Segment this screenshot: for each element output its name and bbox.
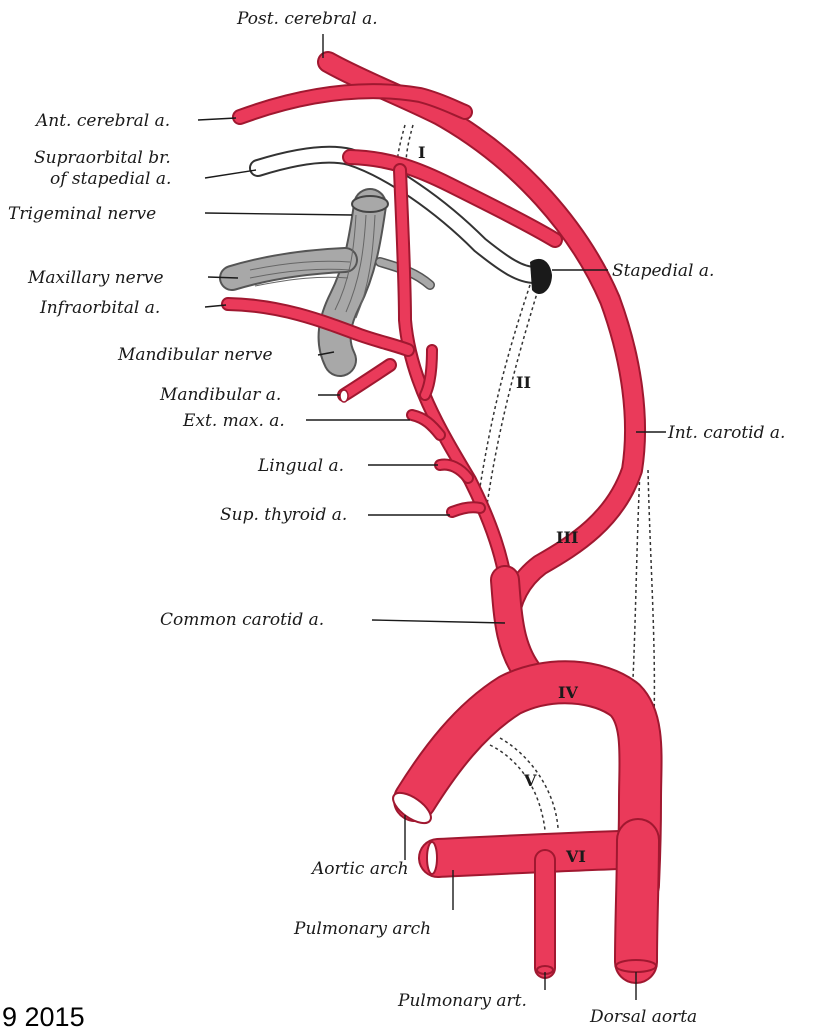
label-pulmonary-arch: Pulmonary arch bbox=[293, 919, 431, 939]
label-infraorbital: Infraorbital a. bbox=[39, 298, 160, 318]
label-maxillary-nerve: Maxillary nerve bbox=[27, 268, 164, 288]
label-mandibular-nerve: Mandibular nerve bbox=[117, 345, 273, 365]
label-common-carotid: Common carotid a. bbox=[160, 610, 324, 630]
label-aortic-arch: Aortic arch bbox=[310, 859, 409, 879]
numeral-arch-v: V bbox=[523, 771, 537, 790]
label-supraorbital-line1: Supraorbital br. bbox=[34, 148, 171, 168]
label-stapedial: Stapedial a. bbox=[612, 261, 714, 281]
label-lingual: Lingual a. bbox=[257, 456, 344, 476]
numeral-arch-iv: IV bbox=[558, 683, 578, 702]
label-ant-cerebral: Ant. cerebral a. bbox=[34, 111, 170, 131]
label-post-cerebral: Post. cerebral a. bbox=[236, 9, 378, 29]
date-stamp: 9 2015 bbox=[2, 1002, 85, 1033]
numeral-arch-ii: II bbox=[516, 373, 531, 392]
numeral-arch-vi: VI bbox=[565, 847, 586, 866]
label-mandibular-artery: Mandibular a. bbox=[159, 385, 281, 405]
label-ext-max: Ext. max. a. bbox=[182, 411, 285, 431]
label-supraorbital-line2: of stapedial a. bbox=[50, 169, 171, 189]
label-int-carotid: Int. carotid a. bbox=[667, 423, 785, 443]
label-dorsal-aorta: Dorsal aorta bbox=[589, 1007, 697, 1027]
numeral-arch-i: I bbox=[418, 143, 425, 162]
label-trigeminal-nerve: Trigeminal nerve bbox=[8, 204, 156, 224]
numeral-arch-iii: III bbox=[556, 528, 578, 547]
label-pulmonary-art: Pulmonary art. bbox=[397, 991, 527, 1011]
label-sup-thyroid: Sup. thyroid a. bbox=[220, 505, 347, 525]
